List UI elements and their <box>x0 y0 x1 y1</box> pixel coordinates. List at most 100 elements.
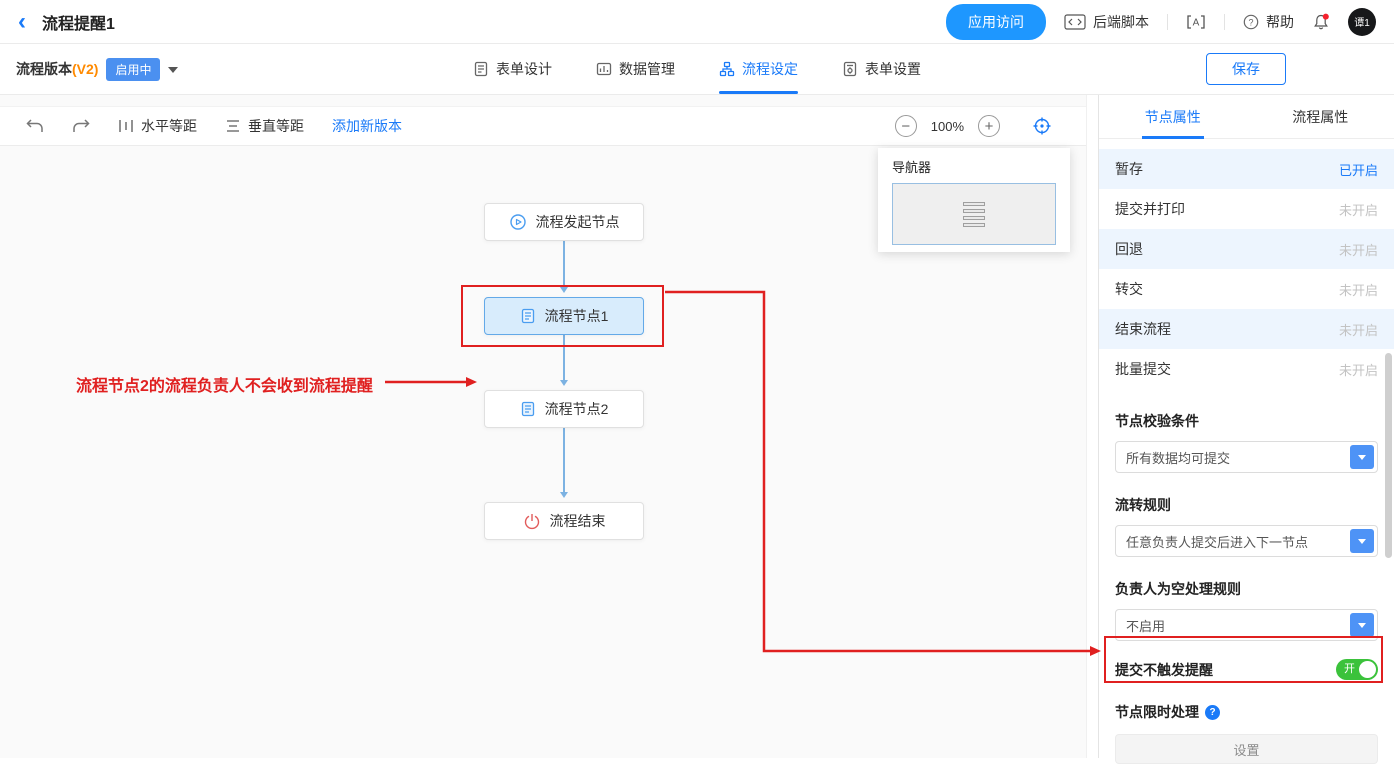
canvas-scrollbar[interactable] <box>1086 95 1098 758</box>
divider <box>1224 14 1225 30</box>
validation-select[interactable]: 所有数据均可提交 <box>1115 441 1378 473</box>
prop-row-submit-print[interactable]: 提交并打印 未开启 <box>1099 189 1394 229</box>
header-actions: 应用访问 后端脚本 A ? 帮助 谭1 <box>946 4 1376 40</box>
version-group: 流程版本(V2) 启用中 <box>16 58 178 81</box>
language-icon[interactable]: A <box>1186 14 1206 30</box>
sub-toolbar: 流程版本(V2) 启用中 表单设计 数据管理 流程设定 <box>0 44 1394 95</box>
prop-row-transfer[interactable]: 转交 未开启 <box>1099 269 1394 309</box>
tab-form-design[interactable]: 表单设计 <box>473 44 552 94</box>
tab-label: 表单设计 <box>496 59 552 79</box>
form-node-icon <box>520 401 536 417</box>
locate-icon[interactable] <box>1032 116 1052 136</box>
transfer-rule-select[interactable]: 任意负责人提交后进入下一节点 <box>1115 525 1378 557</box>
flow-canvas[interactable]: 水平等距 垂直等距 添加新版本 − 100% + 导航器 <box>0 95 1086 758</box>
chevron-down-icon[interactable] <box>1350 445 1374 469</box>
flow-design-icon <box>719 61 735 77</box>
start-node-icon <box>509 213 527 231</box>
help-icon: ? <box>1243 14 1259 30</box>
main-tabs: 表单设计 数据管理 流程设定 表单设置 <box>473 44 921 94</box>
prop-label: 结束流程 <box>1115 319 1171 339</box>
no-reminder-row: 提交不触发提醒 开 <box>1115 659 1378 680</box>
vertical-distribute-label: 垂直等距 <box>248 116 304 136</box>
zoom-out-button[interactable]: − <box>895 115 917 137</box>
prop-label: 批量提交 <box>1115 359 1171 379</box>
undo-icon[interactable] <box>26 119 44 133</box>
zoom-controls: − 100% + <box>895 115 1060 137</box>
no-reminder-toggle[interactable]: 开 <box>1336 659 1378 680</box>
horizontal-distribute-icon <box>118 119 134 133</box>
minimap-node <box>963 223 985 227</box>
question-icon[interactable]: ? <box>1205 705 1220 720</box>
prop-row-end-flow[interactable]: 结束流程 未开启 <box>1099 309 1394 349</box>
panel-scrollbar-thumb[interactable] <box>1385 353 1392 558</box>
validation-value: 所有数据均可提交 <box>1126 448 1230 467</box>
code-icon <box>1064 14 1086 30</box>
prop-value: 未开启 <box>1339 280 1378 299</box>
form-settings-icon <box>842 61 858 77</box>
divider <box>1167 14 1168 30</box>
prop-value: 未开启 <box>1339 240 1378 259</box>
prop-value: 未开启 <box>1339 320 1378 339</box>
panel-tabs: 节点属性 流程属性 <box>1099 95 1394 139</box>
redo-icon[interactable] <box>72 119 90 133</box>
node-end[interactable]: 流程结束 <box>484 502 644 540</box>
transfer-rule-value: 任意负责人提交后进入下一节点 <box>1126 532 1308 551</box>
node-start[interactable]: 流程发起节点 <box>484 203 644 241</box>
back-button[interactable]: ‹ <box>18 10 26 34</box>
prop-value: 未开启 <box>1339 360 1378 379</box>
form-node-icon <box>520 308 536 324</box>
version-dropdown-caret-icon[interactable] <box>168 67 178 78</box>
avatar[interactable]: 谭1 <box>1348 8 1376 36</box>
minimap-node <box>963 216 985 220</box>
zoom-in-button[interactable]: + <box>978 115 1000 137</box>
minimap-content <box>963 202 985 227</box>
backend-script-button[interactable]: 后端脚本 <box>1064 12 1149 32</box>
tab-data-manage[interactable]: 数据管理 <box>596 44 675 94</box>
no-reminder-label: 提交不触发提醒 <box>1115 660 1213 680</box>
top-header: ‹ 流程提醒1 应用访问 后端脚本 A ? 帮助 谭1 <box>0 0 1394 44</box>
panel-tab-label: 节点属性 <box>1145 107 1201 127</box>
tab-node-properties[interactable]: 节点属性 <box>1099 95 1247 138</box>
canvas-toolbar: 水平等距 垂直等距 添加新版本 − 100% + <box>0 106 1086 146</box>
chevron-down-icon[interactable] <box>1350 529 1374 553</box>
prop-row-batch-submit[interactable]: 批量提交 未开启 <box>1099 349 1394 389</box>
tab-flow-design[interactable]: 流程设定 <box>719 44 798 94</box>
tab-label: 流程设定 <box>742 59 798 79</box>
tab-flow-properties[interactable]: 流程属性 <box>1247 95 1394 138</box>
save-button[interactable]: 保存 <box>1206 53 1286 85</box>
validation-heading: 节点校验条件 <box>1115 411 1378 431</box>
prop-label: 提交并打印 <box>1115 199 1185 219</box>
vertical-distribute-icon <box>225 119 241 133</box>
help-button[interactable]: ? 帮助 <box>1243 12 1294 32</box>
prop-value: 已开启 <box>1339 160 1378 179</box>
version-tag: (V2) <box>72 61 98 77</box>
prop-label: 转交 <box>1115 279 1143 299</box>
data-manage-icon <box>596 61 612 77</box>
flow-connector-arrow <box>563 428 565 496</box>
prop-label: 暂存 <box>1115 159 1143 179</box>
horizontal-distribute-label: 水平等距 <box>141 116 197 136</box>
node-1[interactable]: 流程节点1 <box>484 297 644 335</box>
add-version-link[interactable]: 添加新版本 <box>332 116 402 136</box>
empty-owner-value: 不启用 <box>1126 616 1165 635</box>
empty-owner-heading: 负责人为空处理规则 <box>1115 579 1378 599</box>
navigator-title: 导航器 <box>892 157 1056 176</box>
transfer-rule-heading: 流转规则 <box>1115 495 1378 515</box>
node-label: 流程发起节点 <box>536 212 620 232</box>
chevron-down-icon[interactable] <box>1350 613 1374 637</box>
horizontal-distribute-button[interactable]: 水平等距 <box>118 116 197 136</box>
end-node-icon <box>523 512 541 530</box>
navigator-minimap[interactable] <box>892 183 1056 245</box>
minimap-node <box>963 202 985 206</box>
node-2[interactable]: 流程节点2 <box>484 390 644 428</box>
help-label: 帮助 <box>1266 12 1294 32</box>
tab-form-settings[interactable]: 表单设置 <box>842 44 921 94</box>
notification-bell-icon[interactable] <box>1312 13 1330 31</box>
prop-row-temp-save[interactable]: 暂存 已开启 <box>1099 149 1394 189</box>
empty-owner-select[interactable]: 不启用 <box>1115 609 1378 641</box>
minimap-node <box>963 209 985 213</box>
app-access-button[interactable]: 应用访问 <box>946 4 1046 40</box>
vertical-distribute-button[interactable]: 垂直等距 <box>225 116 304 136</box>
prop-row-rollback[interactable]: 回退 未开启 <box>1099 229 1394 269</box>
time-limit-settings-button[interactable]: 设置 <box>1115 734 1378 764</box>
